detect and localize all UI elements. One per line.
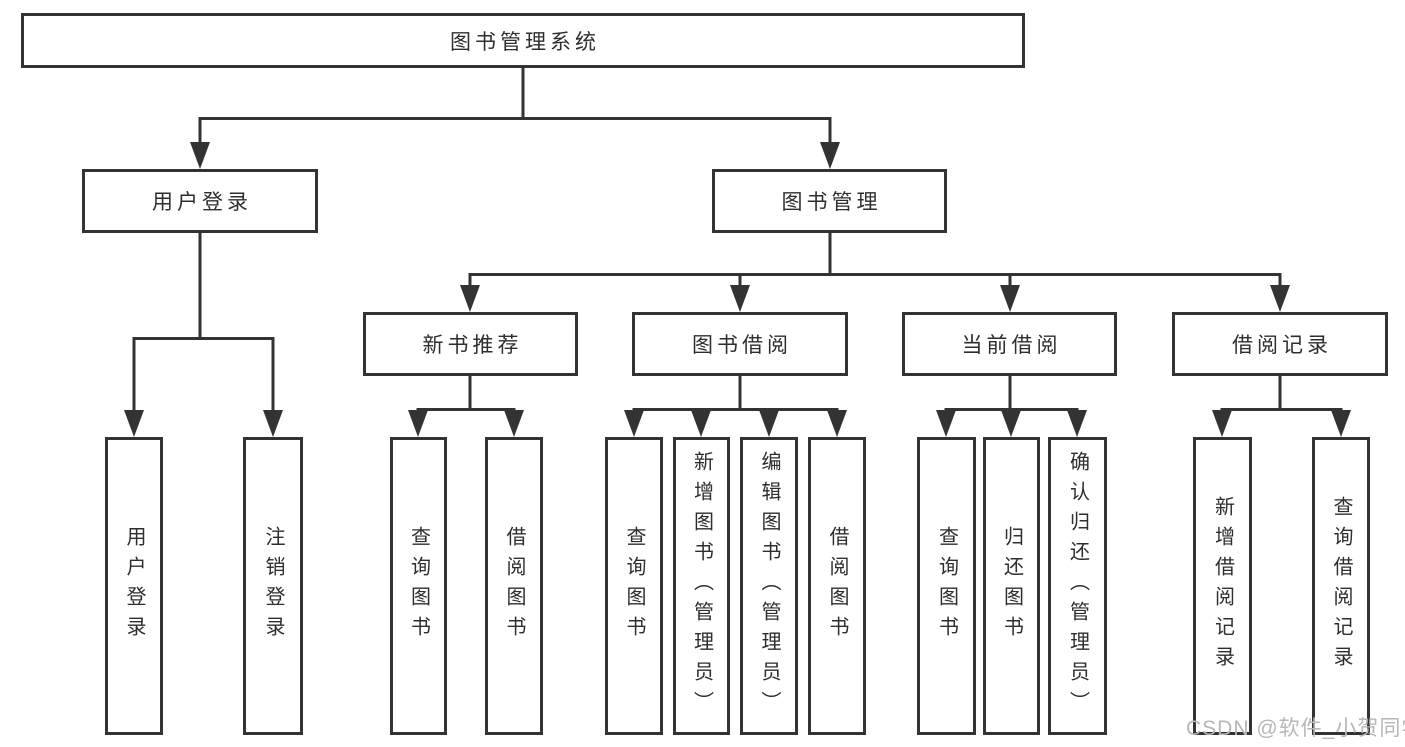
leaf-query-books-recommend-label: 查询图书 xyxy=(407,526,430,646)
arrowheads-book-borrow-leaves xyxy=(624,410,847,437)
node-borrow-records-label: 借阅记录 xyxy=(1232,334,1332,357)
leaf-query-books-borrow: 查询图书 xyxy=(605,437,663,735)
node-current-borrow-label: 当前借阅 xyxy=(961,334,1062,357)
arrowheads-level3 xyxy=(460,285,1290,312)
node-book-borrow: 图书借阅 xyxy=(632,312,848,376)
csdn-watermark: CSDN @软件_小贺同学 xyxy=(1186,717,1405,740)
leaf-borrow-books: 借阅图书 xyxy=(808,437,866,735)
leaf-query-books-current: 查询图书 xyxy=(917,437,976,735)
arrowheads-user-login-leaves xyxy=(124,410,283,437)
leaf-confirm-return-admin-label: 确认归还（管理员） xyxy=(1066,451,1089,721)
node-user-login: 用户登录 xyxy=(82,169,318,233)
node-book-mgmt-label: 图书管理 xyxy=(781,191,882,214)
node-current-borrow: 当前借阅 xyxy=(902,312,1117,376)
leaf-borrow-books-recommend-label: 借阅图书 xyxy=(503,526,525,646)
leaf-edit-books-admin-label: 编辑图书（管理员） xyxy=(758,451,780,721)
leaf-confirm-return-admin: 确认归还（管理员） xyxy=(1048,437,1107,735)
node-root-label: 图书管理系统 xyxy=(450,30,600,54)
leaf-add-books-admin-label: 新增图书（管理员） xyxy=(690,451,713,721)
arrowheads-borrow-records-leaves xyxy=(1212,410,1351,437)
leaf-user-login-label: 用户登录 xyxy=(123,526,145,646)
leaf-add-borrow-record-label: 新增借阅记录 xyxy=(1211,496,1234,676)
node-new-books: 新书推荐 xyxy=(363,312,578,376)
node-book-mgmt: 图书管理 xyxy=(712,169,947,233)
leaf-add-books-admin: 新增图书（管理员） xyxy=(673,437,730,735)
arrowheads-current-borrow-leaves xyxy=(936,410,1087,437)
leaf-query-borrow-record-label: 查询借阅记录 xyxy=(1330,496,1352,676)
leaf-user-login: 用户登录 xyxy=(105,437,163,735)
connector-root-to-level2 xyxy=(198,68,832,143)
connector-user-login-to-leaves xyxy=(132,233,275,412)
connector-current-borrow-to-leaves xyxy=(944,376,1079,412)
leaf-query-borrow-record: 查询借阅记录 xyxy=(1312,437,1370,735)
leaf-query-books-current-label: 查询图书 xyxy=(935,526,958,646)
connector-new-books-to-leaves xyxy=(416,376,516,412)
node-new-books-label: 新书推荐 xyxy=(422,334,523,357)
node-borrow-records: 借阅记录 xyxy=(1172,312,1388,376)
connector-book-mgmt-to-level3 xyxy=(468,233,1282,287)
connector-borrow-records-to-leaves xyxy=(1220,376,1343,412)
leaf-return-books: 归还图书 xyxy=(983,437,1040,735)
node-root: 图书管理系统 xyxy=(21,13,1025,68)
arrowheads-new-books-leaves xyxy=(408,410,524,437)
leaf-query-books-recommend: 查询图书 xyxy=(390,437,447,735)
leaf-edit-books-admin: 编辑图书（管理员） xyxy=(740,437,798,735)
leaf-query-books-borrow-label: 查询图书 xyxy=(623,526,645,646)
leaf-add-borrow-record: 新增借阅记录 xyxy=(1193,437,1252,735)
leaf-borrow-books-recommend: 借阅图书 xyxy=(485,437,543,735)
leaf-logout: 注销登录 xyxy=(243,437,303,735)
connector-book-borrow-to-leaves xyxy=(632,376,839,412)
node-book-borrow-label: 图书借阅 xyxy=(692,334,792,357)
arrowheads-level2 xyxy=(190,142,840,169)
leaf-logout-label: 注销登录 xyxy=(262,526,284,646)
leaf-return-books-label: 归还图书 xyxy=(1000,526,1023,646)
leaf-borrow-books-label: 借阅图书 xyxy=(826,526,848,646)
node-user-login-label: 用户登录 xyxy=(152,191,252,214)
